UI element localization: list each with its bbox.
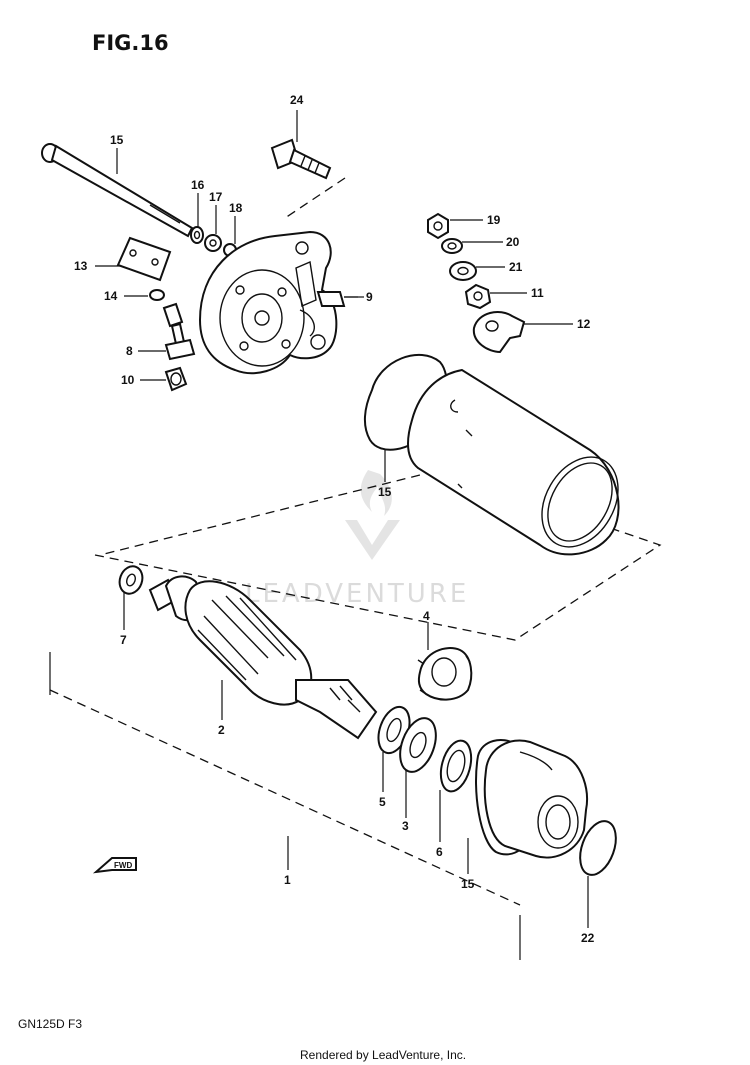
callout-1: 1 — [284, 873, 291, 887]
figure-title: FIG.16 — [92, 31, 169, 55]
callout-15-upper: 15 — [378, 485, 392, 499]
front-cover-housing — [483, 739, 588, 859]
part-21-lock-washer — [441, 238, 463, 254]
callout-19: 18 — [229, 201, 243, 215]
part-12-terminal-lead — [472, 311, 526, 354]
watermark: LEADVENTURE — [245, 470, 469, 609]
part-18-washer — [204, 234, 222, 252]
callout-9: 9 — [366, 290, 373, 304]
dashed-guide-main — [49, 689, 521, 906]
part-14-o-ring — [149, 289, 165, 301]
dashed-guide-top — [284, 177, 346, 219]
callout-10: 10 — [121, 373, 135, 387]
callout-24: 24 — [290, 93, 304, 107]
part-10-nut — [164, 366, 188, 392]
part-24-bolt — [270, 138, 332, 180]
leader-lines — [95, 110, 589, 928]
callout-16: 15 — [110, 133, 124, 147]
callout-6: 6 — [436, 845, 443, 859]
callout-22: 21 — [509, 260, 523, 274]
model-code: GN125D F3 — [18, 1017, 82, 1031]
callout-14: 14 — [104, 289, 118, 303]
part-13-brush-plate — [116, 236, 172, 282]
callout-20: 19 — [487, 213, 501, 227]
part-11-nut — [464, 283, 492, 310]
part-17-washer — [190, 226, 204, 244]
part-6-oil-seal — [439, 739, 473, 793]
part-4-brush-holder — [417, 647, 473, 701]
part-23-o-ring — [579, 820, 617, 876]
dashed-guide-housing — [94, 469, 662, 641]
watermark-text: LEADVENTURE — [245, 579, 469, 609]
part-9-lead-connector — [316, 291, 358, 307]
callout-12: 12 — [577, 317, 591, 331]
callout-8: 8 — [126, 344, 133, 358]
fwd-arrow-icon: FWD — [92, 857, 137, 874]
part-3-washer — [399, 717, 437, 773]
yoke-housing — [407, 368, 620, 556]
fwd-label: FWD — [114, 861, 132, 870]
callout-2: 2 — [218, 723, 225, 737]
end-cover-assembly — [198, 230, 338, 375]
callout-13: 13 — [74, 259, 88, 273]
callout-23: 22 — [581, 931, 595, 945]
callout-4: 4 — [423, 609, 430, 623]
part-16-through-bolt — [41, 143, 194, 238]
credit-line: Rendered by LeadVenture, Inc. — [300, 1048, 466, 1062]
part-2-armature — [148, 575, 378, 740]
part-22-washer — [449, 261, 477, 281]
callout-7: 7 — [120, 633, 127, 647]
callout-11: 11 — [531, 286, 544, 300]
callout-18: 17 — [209, 190, 223, 204]
callout-3: 3 — [402, 819, 409, 833]
callout-15-lower: 15 — [461, 877, 475, 891]
callout-17: 16 — [191, 178, 205, 192]
part-8-terminal — [162, 302, 196, 361]
callout-21: 20 — [506, 235, 520, 249]
part-20-nut — [427, 212, 449, 240]
part-7-washer — [118, 565, 144, 595]
callout-5: 5 — [379, 795, 386, 809]
